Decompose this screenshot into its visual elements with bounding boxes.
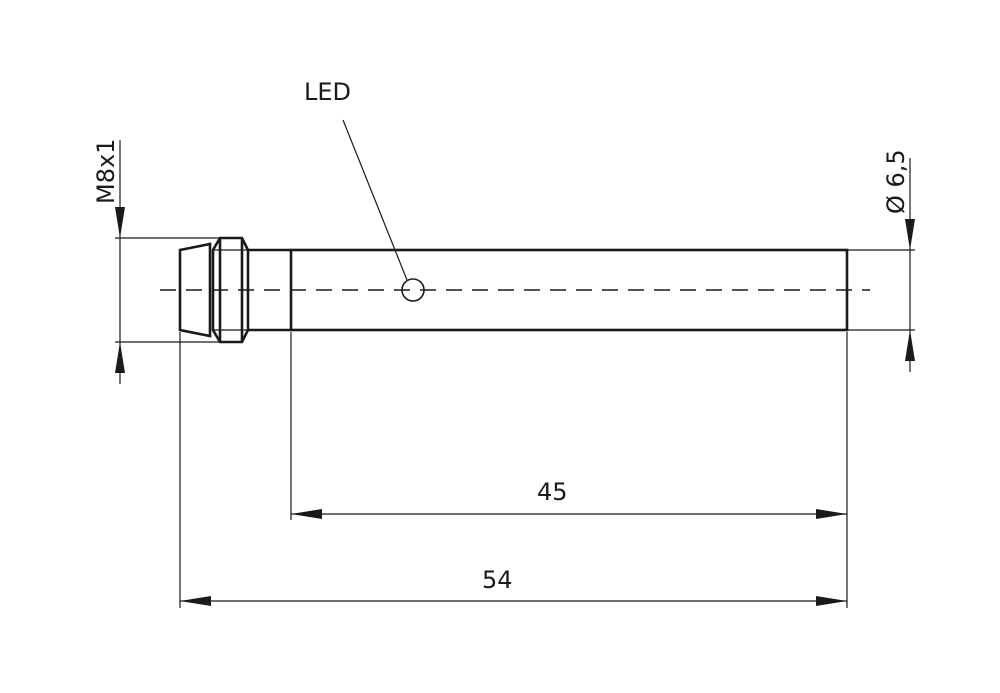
body-length-label: 45: [537, 478, 568, 506]
led-leader-line: [342, 119, 408, 281]
thread-label: M8x1: [92, 139, 120, 204]
thread-dimension: [115, 140, 220, 384]
sensor-body: [289, 248, 849, 332]
diameter-label: Ø 6,5: [882, 149, 910, 214]
diameter-dimension: [848, 158, 915, 372]
led-indicator: [401, 278, 425, 302]
body-length-dimension: [291, 509, 847, 519]
total-length-label: 54: [482, 566, 513, 594]
sensor-tip: [178, 242, 212, 338]
sensor-neck: [248, 248, 291, 332]
hex-nut: [211, 236, 250, 344]
total-length-dimension: [180, 596, 847, 606]
led-label: LED: [304, 78, 351, 106]
